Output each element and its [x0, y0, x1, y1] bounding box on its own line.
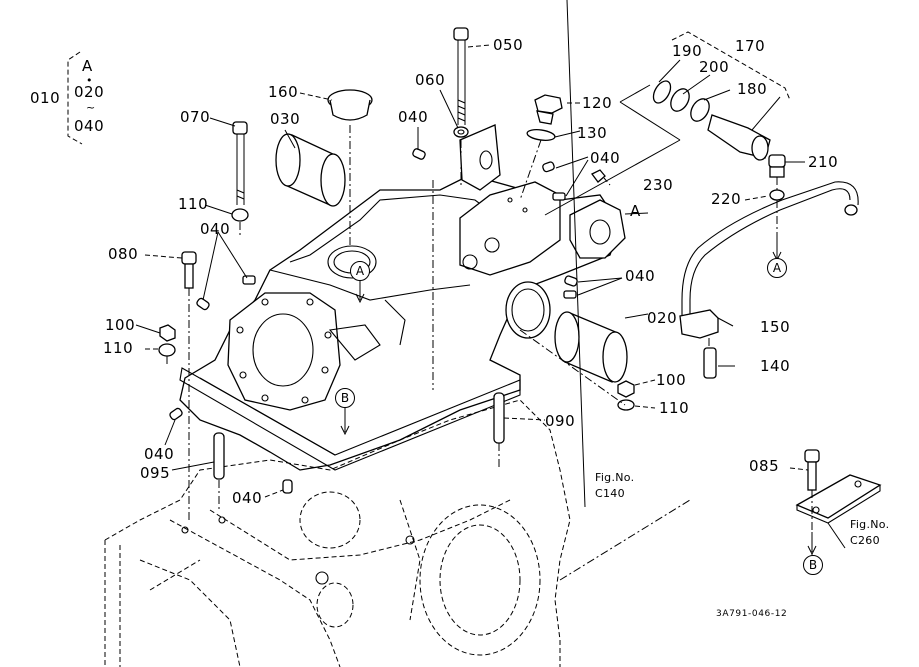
ref-marker-a-body: A — [350, 261, 370, 281]
transmission-case — [104, 399, 571, 667]
figure-code: 3A791-046-12 — [716, 609, 788, 619]
ref-marker-a-pipe: A — [767, 258, 787, 278]
part-label-110-c[interactable]: 110 — [659, 399, 690, 417]
part-label-030[interactable]: 030 — [270, 110, 301, 128]
plug-040-e — [169, 407, 183, 421]
stud-095 — [213, 432, 225, 480]
bolt-050 — [453, 27, 469, 125]
part-label-110-a[interactable]: 110 — [178, 195, 209, 213]
group-item-tilde: ~ — [86, 101, 96, 114]
fitting-140 — [703, 347, 717, 379]
part-label-040-a[interactable]: 040 — [398, 108, 429, 126]
bushing-030 — [275, 133, 346, 207]
group-170-bracket — [671, 31, 791, 101]
part-label-200[interactable]: 200 — [699, 58, 730, 76]
part-label-050[interactable]: 050 — [493, 36, 524, 54]
part-label-080[interactable]: 080 — [108, 245, 139, 263]
bolt-070 — [231, 121, 249, 222]
part-label-220[interactable]: 220 — [711, 190, 742, 208]
plug-040-b2 — [552, 192, 566, 201]
pipe-150 — [679, 181, 859, 339]
part-label-160[interactable]: 160 — [268, 83, 299, 101]
plug-040-c2 — [196, 297, 210, 311]
washer-060 — [453, 126, 469, 138]
washer-220 — [769, 189, 785, 201]
part-label-150[interactable]: 150 — [760, 318, 791, 336]
part-label-140[interactable]: 140 — [760, 357, 791, 375]
bushing-020 — [554, 311, 628, 383]
plate-c260 — [795, 474, 882, 524]
relief-valve-170 — [707, 114, 771, 161]
part-label-180[interactable]: 180 — [737, 80, 768, 98]
part-label-090[interactable]: 090 — [545, 412, 576, 430]
group-item-040: 040 — [74, 117, 105, 135]
ref-marker-b-plate: B — [803, 555, 823, 575]
part-label-100-a[interactable]: 100 — [105, 316, 136, 334]
part-label-070[interactable]: 070 — [180, 108, 211, 126]
housing-body — [179, 124, 626, 471]
part-label-040-f[interactable]: 040 — [232, 489, 263, 507]
fig-ref-c140-line1[interactable]: Fig.No. — [595, 471, 635, 484]
nut-100-left — [158, 324, 176, 357]
part-label-040-c[interactable]: 040 — [200, 220, 231, 238]
bolt-080 — [181, 251, 197, 289]
part-label-120[interactable]: 120 — [582, 94, 613, 112]
ref-marker-a-top: A — [630, 202, 641, 220]
plug-120 — [534, 94, 563, 125]
plug-040-b1 — [542, 161, 555, 173]
part-label-190[interactable]: 190 — [672, 42, 703, 60]
part-label-020[interactable]: 020 — [647, 309, 678, 327]
part-label-110-b[interactable]: 110 — [103, 339, 134, 357]
part-label-040-d[interactable]: 040 — [625, 267, 656, 285]
o-ring-180 — [690, 98, 710, 122]
part-label-085[interactable]: 085 — [749, 457, 780, 475]
plug-210 — [768, 154, 786, 178]
group-item-020: 020 — [74, 83, 105, 101]
plug-040-d2 — [563, 290, 577, 299]
nut-100-right — [617, 380, 635, 411]
part-label-060[interactable]: 060 — [415, 71, 446, 89]
plug-040-d1 — [564, 275, 578, 287]
fig-ref-c140-line2[interactable]: C140 — [595, 487, 625, 500]
part-label-010[interactable]: 010 — [30, 89, 61, 107]
part-label-100-b[interactable]: 100 — [656, 371, 687, 389]
fig-ref-c260-line1[interactable]: Fig.No. — [850, 518, 890, 531]
group-bracket — [67, 51, 83, 145]
part-label-230[interactable]: 230 — [643, 176, 674, 194]
plug-040-a — [412, 148, 426, 160]
group-item-dot: • — [86, 74, 93, 87]
fig-ref-c260-line2[interactable]: C260 — [850, 534, 880, 547]
part-label-210[interactable]: 210 — [808, 153, 839, 171]
group-item-a: A — [82, 57, 93, 75]
plug-040-c1 — [242, 275, 256, 285]
o-ring-130 — [526, 129, 556, 141]
part-label-095[interactable]: 095 — [140, 464, 171, 482]
part-label-130[interactable]: 130 — [577, 124, 608, 142]
plug-230 — [591, 169, 606, 183]
stud-090 — [493, 392, 505, 444]
part-label-040-e[interactable]: 040 — [144, 445, 175, 463]
leader-lines — [135, 0, 846, 581]
part-label-170[interactable]: 170 — [735, 37, 766, 55]
o-ring-190 — [652, 80, 672, 104]
cap-160 — [327, 89, 373, 121]
washer-200 — [670, 88, 690, 112]
plug-040-f — [282, 479, 293, 494]
ref-marker-b-body: B — [335, 388, 355, 408]
part-label-040-b[interactable]: 040 — [590, 149, 621, 167]
